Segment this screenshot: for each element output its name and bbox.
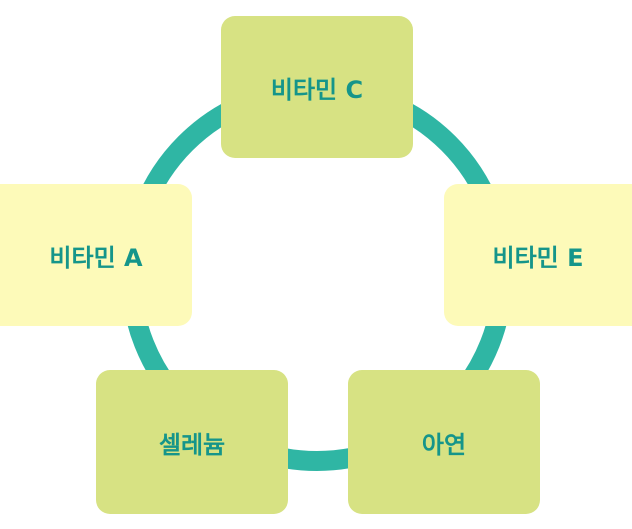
node-selenium: 셀레늄 (96, 370, 288, 514)
node-vitamin-a: 비타민 A (0, 184, 192, 326)
node-label-vitamin-e: 비타민 E (492, 243, 584, 272)
node-label-zinc: 아연 (421, 430, 467, 459)
node-label-selenium: 셀레늄 (158, 430, 226, 459)
node-label-vitamin-c: 비타민 C (270, 75, 364, 104)
node-label-vitamin-a: 비타민 A (49, 243, 143, 272)
node-zinc: 아연 (348, 370, 540, 514)
node-vitamin-c: 비타민 C (221, 16, 413, 158)
node-vitamin-e: 비타민 E (444, 184, 632, 326)
